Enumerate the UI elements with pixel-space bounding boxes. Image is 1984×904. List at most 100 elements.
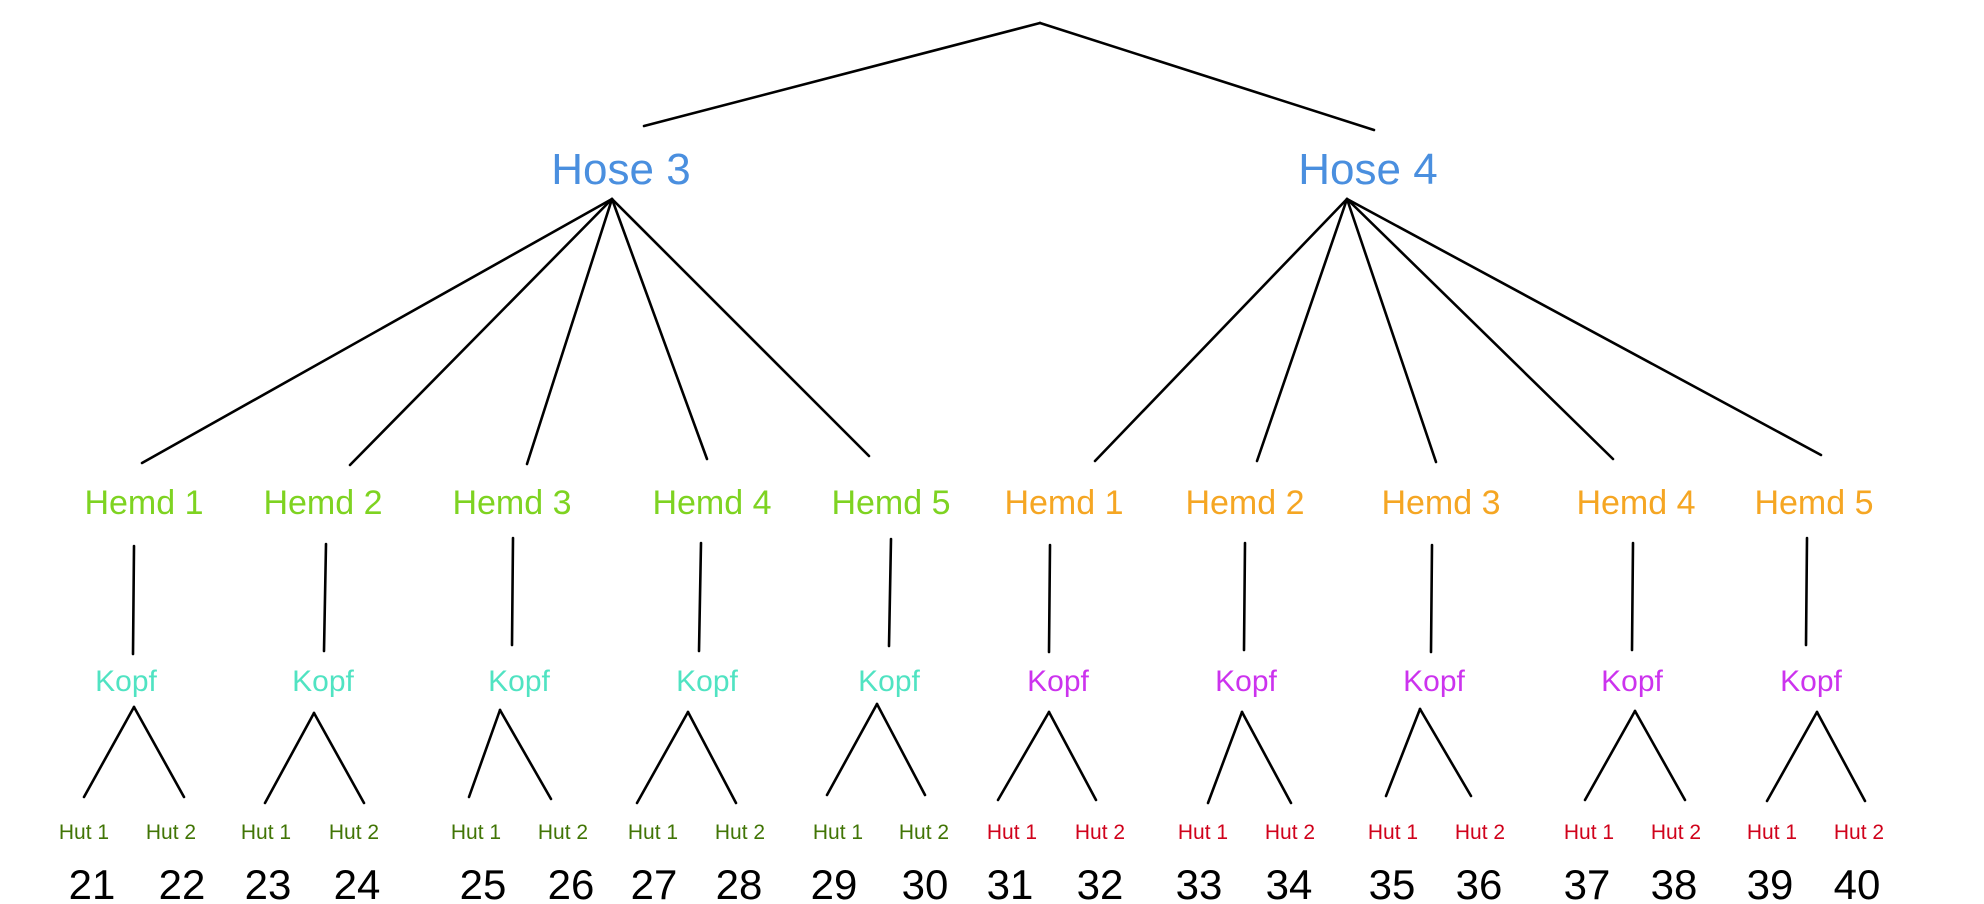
hat-branch-line	[825, 702, 879, 797]
outcome-number: 37	[1564, 861, 1611, 904]
hat-branch-line	[996, 710, 1051, 802]
outcome-number: 39	[1747, 861, 1794, 904]
outcome-number: 27	[631, 861, 678, 904]
head-branch-line	[131, 544, 136, 656]
head-branch-line	[510, 536, 515, 647]
shirt-branch-line	[1345, 197, 1438, 464]
hat-label: Hut 2	[1834, 821, 1884, 844]
hat-label: Hut 2	[146, 821, 196, 844]
outcome-number: 22	[159, 861, 206, 904]
outcome-number: 38	[1651, 861, 1698, 904]
outcome-number: 21	[69, 861, 116, 904]
outcome-number: 34	[1266, 861, 1313, 904]
outcome-number: 25	[460, 861, 507, 904]
hat-label: Hut 1	[59, 821, 109, 844]
shirt-branch-line	[525, 197, 614, 466]
hat-branch-line	[1047, 710, 1098, 802]
shirt-label: Hemd 2	[263, 484, 382, 522]
head-label: Kopf	[1027, 665, 1089, 698]
hat-label: Hut 1	[1368, 821, 1418, 844]
shirt-branch-line	[348, 197, 614, 467]
head-branch-line	[887, 537, 893, 648]
hat-label: Hut 1	[1178, 821, 1228, 844]
pants-label: Hose 4	[1298, 145, 1437, 194]
hat-branch-line	[498, 708, 553, 801]
outcome-number: 31	[987, 861, 1034, 904]
head-label: Kopf	[1780, 665, 1842, 698]
hat-branch-line	[635, 710, 690, 805]
head-branch-line	[1242, 541, 1247, 652]
pants-label: Hose 3	[551, 145, 690, 194]
hat-label: Hut 2	[715, 821, 765, 844]
shirt-label: Hemd 3	[1381, 484, 1500, 522]
shirt-label: Hemd 4	[652, 484, 771, 522]
hat-branch-line	[686, 710, 738, 805]
hat-label: Hut 2	[899, 821, 949, 844]
hat-branch-line	[1815, 710, 1867, 803]
outcome-number: 28	[716, 861, 763, 904]
outcome-number: 36	[1456, 861, 1503, 904]
hat-branch-line	[1384, 707, 1422, 798]
shirt-branch-line	[610, 197, 871, 458]
shirt-branch-line	[1093, 197, 1349, 463]
hat-branch-line	[1583, 709, 1637, 802]
head-label: Kopf	[1601, 665, 1663, 698]
hat-label: Hut 2	[1075, 821, 1125, 844]
outcome-number: 33	[1176, 861, 1223, 904]
hat-branch-line	[312, 711, 366, 805]
shirt-branch-line	[1255, 197, 1349, 463]
shirt-branch-line	[610, 197, 709, 461]
hat-label: Hut 2	[1455, 821, 1505, 844]
outcome-number: 35	[1369, 861, 1416, 904]
shirt-label: Hemd 3	[452, 484, 571, 522]
hat-branch-line	[263, 711, 316, 805]
root-branch-line	[642, 21, 1042, 128]
outcome-number: 30	[902, 861, 949, 904]
hat-label: Hut 1	[628, 821, 678, 844]
hat-label: Hut 1	[813, 821, 863, 844]
hat-branch-line	[1633, 709, 1687, 802]
head-label: Kopf	[488, 665, 550, 698]
head-label: Kopf	[858, 665, 920, 698]
shirt-label: Hemd 1	[1004, 484, 1123, 522]
head-label: Kopf	[676, 665, 738, 698]
outcome-number: 24	[334, 861, 381, 904]
hat-branch-line	[82, 705, 136, 799]
outcome-number: 29	[811, 861, 858, 904]
hat-label: Hut 2	[1265, 821, 1315, 844]
hat-label: Hut 2	[1651, 821, 1701, 844]
hat-label: Hut 1	[1564, 821, 1614, 844]
shirt-label: Hemd 5	[1754, 484, 1873, 522]
outcome-number: 32	[1077, 861, 1124, 904]
shirt-label: Hemd 1	[84, 484, 203, 522]
head-branch-line	[697, 541, 703, 653]
hat-branch-line	[1240, 710, 1293, 805]
shirt-label: Hemd 5	[831, 484, 950, 522]
shirt-branch-line	[1345, 197, 1615, 461]
shirt-branch-line	[1345, 197, 1823, 457]
outcome-number: 26	[548, 861, 595, 904]
hat-label: Hut 1	[241, 821, 291, 844]
head-branch-line	[1047, 543, 1052, 654]
hat-branch-line	[1765, 710, 1819, 803]
head-branch-line	[1804, 536, 1809, 647]
shirt-label: Hemd 2	[1185, 484, 1304, 522]
head-branch-line	[1429, 543, 1434, 654]
root-branch-line	[1038, 21, 1376, 132]
shirt-label: Hemd 4	[1576, 484, 1695, 522]
head-label: Kopf	[292, 665, 354, 698]
hat-label: Hut 1	[1747, 821, 1797, 844]
head-branch-line	[322, 542, 328, 653]
hat-label: Hut 2	[538, 821, 588, 844]
head-label: Kopf	[1403, 665, 1465, 698]
hat-branch-line	[467, 708, 502, 799]
shirt-branch-line	[140, 197, 614, 465]
head-branch-line	[1630, 541, 1635, 652]
hat-branch-line	[1206, 710, 1244, 805]
hat-branch-line	[132, 705, 186, 799]
outcome-number: 23	[245, 861, 292, 904]
hat-branch-line	[1418, 707, 1473, 798]
outcome-number: 40	[1834, 861, 1881, 904]
head-label: Kopf	[95, 665, 157, 698]
